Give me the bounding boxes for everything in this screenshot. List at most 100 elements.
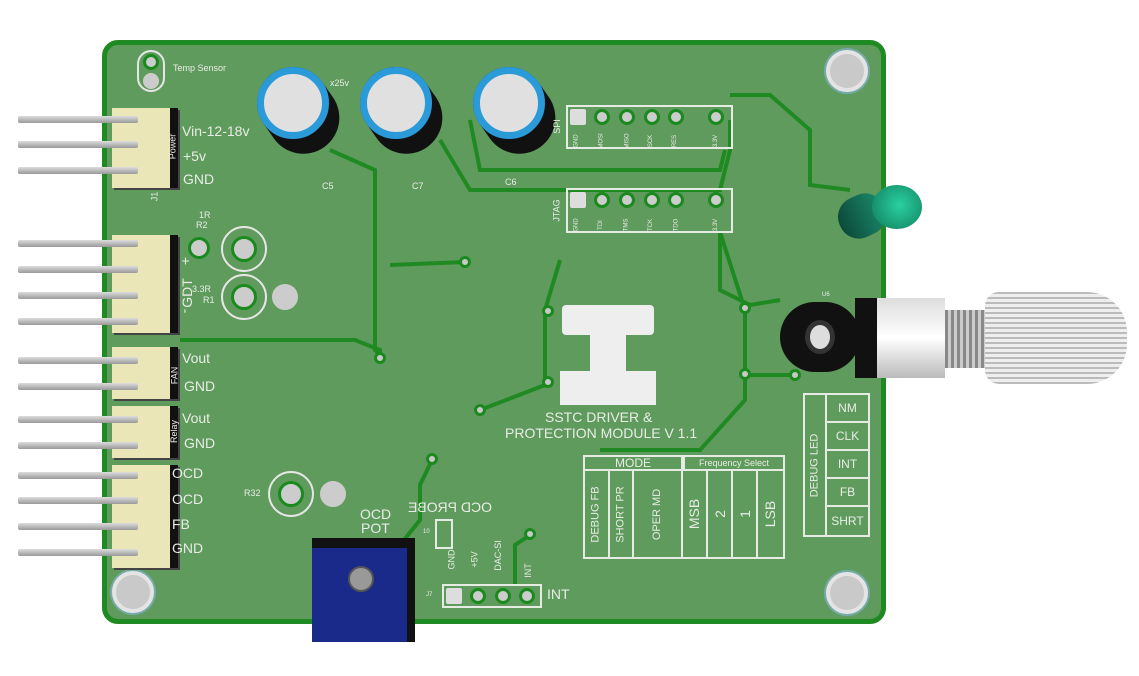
r1-outline <box>221 274 267 320</box>
r32-pad <box>320 481 346 507</box>
jtag-pin <box>570 192 586 208</box>
spi-pin-label: MISO <box>624 133 631 149</box>
connector-pin <box>18 383 138 390</box>
spi-pin-label: MOSI <box>598 133 605 149</box>
ocd-pot-label: POT <box>361 520 390 536</box>
mode-title: MODE <box>615 456 651 470</box>
board-title-line1: SSTC DRIVER & <box>545 409 653 425</box>
jtag-pin <box>619 192 635 208</box>
debug-led-row: INT <box>825 449 870 479</box>
r1-value: 3.3R <box>192 284 212 294</box>
connector-pin <box>18 167 138 174</box>
connector-pin <box>18 497 138 504</box>
spi-pin-label: RES <box>672 134 679 148</box>
debug-led-row: CLK <box>825 421 870 451</box>
connector-pin <box>18 292 138 299</box>
temp-sensor-footprint <box>137 50 165 92</box>
fan-vout-label: Vout <box>182 350 211 366</box>
mounting-hole <box>826 50 868 92</box>
logo-icon <box>562 305 654 335</box>
jtag-pin <box>644 192 660 208</box>
jtag-pin <box>594 192 610 208</box>
mode-oper-md: OPER MD <box>651 488 663 540</box>
connector-pin <box>18 116 138 123</box>
spi-header <box>566 105 733 149</box>
spi-pin <box>594 109 610 125</box>
r32-ref: R32 <box>244 488 261 498</box>
mode-col: OPER MD <box>632 469 683 559</box>
freq-col: LSB <box>756 469 785 559</box>
via <box>459 256 471 268</box>
via <box>474 404 486 416</box>
connector-pin <box>18 357 138 364</box>
fan-gnd-label: GND <box>184 378 216 394</box>
mode-debug-fb: DEBUG FB <box>590 485 603 543</box>
freq-title: Frequency Select <box>698 457 770 468</box>
debug-led-int: INT <box>837 457 858 471</box>
spi-pin-label: 3.3V <box>713 134 720 148</box>
status-led <box>872 185 922 229</box>
r2-pad <box>188 237 210 259</box>
board-title-line2: PROTECTION MODULE V 1.1 <box>505 425 698 441</box>
j7-pin <box>519 588 535 604</box>
connector-pin <box>18 442 138 449</box>
capacitor-c6 <box>473 67 545 139</box>
j7-pin <box>470 588 486 604</box>
connector-pin <box>18 416 138 423</box>
pot-collar <box>877 298 945 378</box>
spi-pin <box>619 109 635 125</box>
fan-connector <box>112 347 178 399</box>
power-5v-label: +5v <box>183 148 206 164</box>
spi-pin-label: GND <box>573 134 580 148</box>
jtag-pin-label: TMS <box>623 218 630 232</box>
via <box>542 376 554 388</box>
j5-ocd-label: OCD <box>172 491 204 507</box>
spi-pin <box>668 109 684 125</box>
gdt-connector <box>112 235 178 333</box>
cap-rating: x25v <box>330 78 350 88</box>
logo-icon <box>560 371 656 405</box>
r2-ref: R2 <box>196 220 208 230</box>
mode-col: DEBUG FB <box>583 469 610 559</box>
probe-ref: 10 <box>423 529 430 535</box>
j7-pin <box>446 588 462 604</box>
via <box>789 369 801 381</box>
relay-connector <box>112 406 178 458</box>
gdt-minus-label: - <box>175 308 192 314</box>
r2-value: 1R <box>199 210 211 220</box>
power-vin-label: Vin-12-18v <box>182 123 250 139</box>
freq-bit-2: 2 <box>711 510 728 518</box>
jtag-pin-label: GND <box>573 218 580 232</box>
jtag-pin-label: TDO <box>673 218 680 232</box>
spi-label: SPI <box>551 119 562 134</box>
spi-pin <box>570 109 586 125</box>
pot-knob[interactable] <box>985 292 1127 384</box>
spi-pin <box>644 109 660 125</box>
j7-header <box>442 584 542 608</box>
j5-ocd-label: OCD <box>172 465 204 481</box>
debug-led-nm: NM <box>838 401 857 415</box>
j7-5v-label: +5V <box>469 551 480 568</box>
j5-fb-label: FB <box>172 516 190 532</box>
c5-ref: C5 <box>322 181 334 191</box>
spi-pin-label: SCK <box>648 134 655 148</box>
connector-pin <box>18 549 138 556</box>
relay-vout-label: Vout <box>182 410 211 426</box>
r1-ref: R1 <box>203 295 215 305</box>
via <box>542 305 554 317</box>
mounting-hole <box>112 571 154 613</box>
trim-pot-screw-icon[interactable] <box>348 566 374 592</box>
r1-pad <box>272 284 298 310</box>
debug-led-shrt: SHRT <box>831 514 864 528</box>
j7-dacsi-label: DAC-SI <box>492 540 503 571</box>
r1-pad <box>231 284 257 310</box>
ocd-probe-label: OCD PROBE <box>408 499 493 515</box>
jtag-pin-label: TDI <box>597 220 604 230</box>
r2-outline <box>221 226 267 272</box>
connector-pin <box>18 141 138 148</box>
fan-name-label: FAN <box>169 366 180 385</box>
debug-led-row: NM <box>825 393 870 423</box>
debug-led-header: DEBUG LED <box>803 393 827 537</box>
j1-ref: J1 <box>149 191 160 202</box>
via <box>524 528 536 540</box>
